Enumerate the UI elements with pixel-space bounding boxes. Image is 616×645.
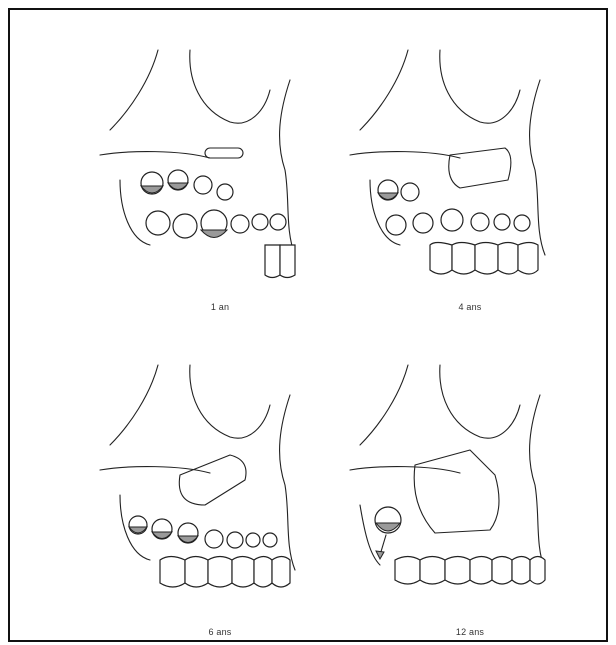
panel-age-12: 12 ans [340, 355, 600, 645]
erupted-teeth-row [160, 557, 290, 588]
maxillary-sinus [100, 152, 210, 158]
panel-label: 1 an [90, 302, 350, 312]
tooth [270, 214, 286, 230]
panel-label: 6 ans [90, 627, 350, 637]
upper-germ-row [141, 170, 233, 200]
erupted-teeth-row [395, 557, 545, 585]
panel-label: 4 ans [340, 302, 600, 312]
sinus-cavity [179, 455, 246, 505]
panel-age-6: 6 ans [90, 355, 350, 645]
zygomatic-outline [440, 365, 520, 438]
erupted-teeth-row [430, 243, 538, 275]
nasal-outline [530, 80, 545, 255]
tooth-germ [217, 184, 233, 200]
maxillary-sinus [350, 467, 460, 473]
maxillary-sinus [350, 152, 460, 158]
tooth [231, 215, 249, 233]
panel-age-4: 4 ans [340, 40, 600, 330]
zygomatic-outline [190, 50, 270, 123]
maxilla-drawing-4-ans [340, 40, 600, 300]
lower-tooth-row [146, 210, 286, 238]
orbit-outline [360, 365, 408, 445]
middle-tooth-row [386, 209, 530, 235]
upper-germ-row [378, 180, 419, 201]
sinus-cavity [414, 450, 499, 533]
nasal-outline [280, 395, 295, 570]
tooth [146, 211, 170, 235]
third-molar-germ [375, 507, 401, 559]
erupted-incisors [265, 245, 295, 278]
maxilla-drawing-6-ans [90, 355, 350, 615]
maxilla-drawing-12-ans [340, 355, 600, 615]
panel-label: 12 ans [340, 627, 600, 637]
tooth-germ [194, 176, 212, 194]
tooth [252, 214, 268, 230]
panel-age-1: 1 an [90, 40, 350, 330]
figure-frame: 1 an [8, 8, 608, 642]
maxilla-drawing-1-an [90, 40, 350, 300]
upper-germ-row [129, 516, 277, 548]
sinus-cavity [449, 148, 511, 188]
zygomatic-outline [440, 50, 520, 123]
orbit-outline [110, 365, 158, 445]
tooth [173, 214, 197, 238]
zygomatic-outline [190, 365, 270, 438]
orbit-outline [110, 50, 158, 130]
sinus-cavity [205, 148, 243, 158]
orbit-outline [360, 50, 408, 130]
nasal-outline [530, 395, 545, 570]
